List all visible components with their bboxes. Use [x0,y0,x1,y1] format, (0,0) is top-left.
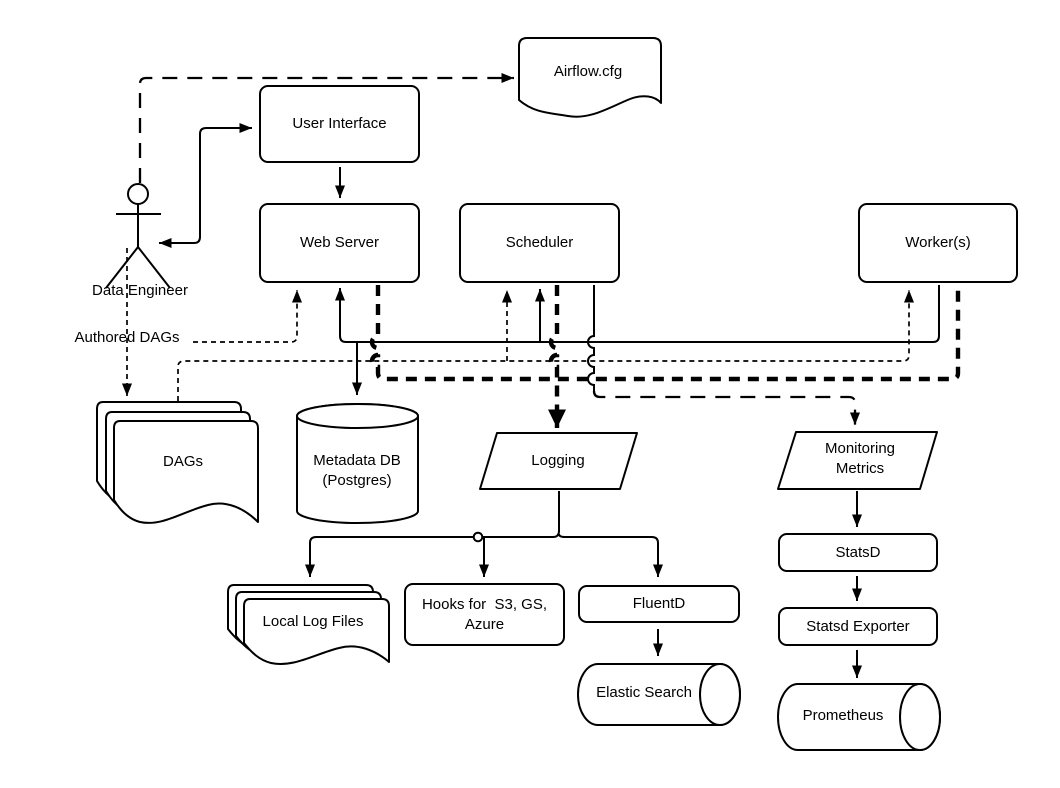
node-user-interface: User Interface [259,85,420,163]
edge-logging-bus [369,285,961,382]
edge-dags-bus [177,290,914,401]
edge-scheduler-logging [548,285,566,428]
edge-engineer-airflowcfg [138,73,514,183]
node-scheduler-label: Scheduler [505,234,574,252]
edge-logging-locallogs [305,491,560,577]
node-dags-shape [96,401,259,524]
node-statsd-exporter: Statsd Exporter [778,607,938,646]
node-airflow-cfg-shape [518,37,662,118]
node-local-log-files-shape [227,584,390,665]
edge-logging-fluentd [558,533,663,577]
edge-authoreddags-webserver [193,290,302,343]
node-hooks: Hooks for S3, GS, Azure [404,583,565,646]
node-hooks-label: Hooks for S3, GS, Azure [421,596,548,633]
node-prometheus-shape [777,683,941,751]
node-web-server-label: Web Server [300,234,379,252]
line-jump [472,531,484,543]
node-user-interface-label: User Interface [292,115,387,133]
node-workers: Worker(s) [858,203,1018,283]
node-fluentd-label: FluentD [632,595,686,613]
node-statsd: StatsD [778,533,938,572]
node-monitoring-metrics-shape [777,431,938,490]
node-scheduler: Scheduler [459,203,620,283]
data-engineer-figure [105,183,171,289]
edge-ui-engineer [159,123,252,248]
node-metadata-db-shape [296,403,419,524]
edge-scheduler-monitoring-horizontal [592,390,860,425]
node-workers-label: Worker(s) [905,234,971,252]
edge-scheduler-monitoring-vertical [587,285,595,391]
node-web-server: Web Server [259,203,420,283]
node-statsd-exporter-label: Statsd Exporter [806,617,910,635]
node-statsd-label: StatsD [835,543,881,561]
node-logging-shape [479,432,638,490]
edge-bus-metadata-main [335,285,940,343]
node-elastic-search-shape [577,663,741,726]
node-fluentd: FluentD [578,585,740,623]
